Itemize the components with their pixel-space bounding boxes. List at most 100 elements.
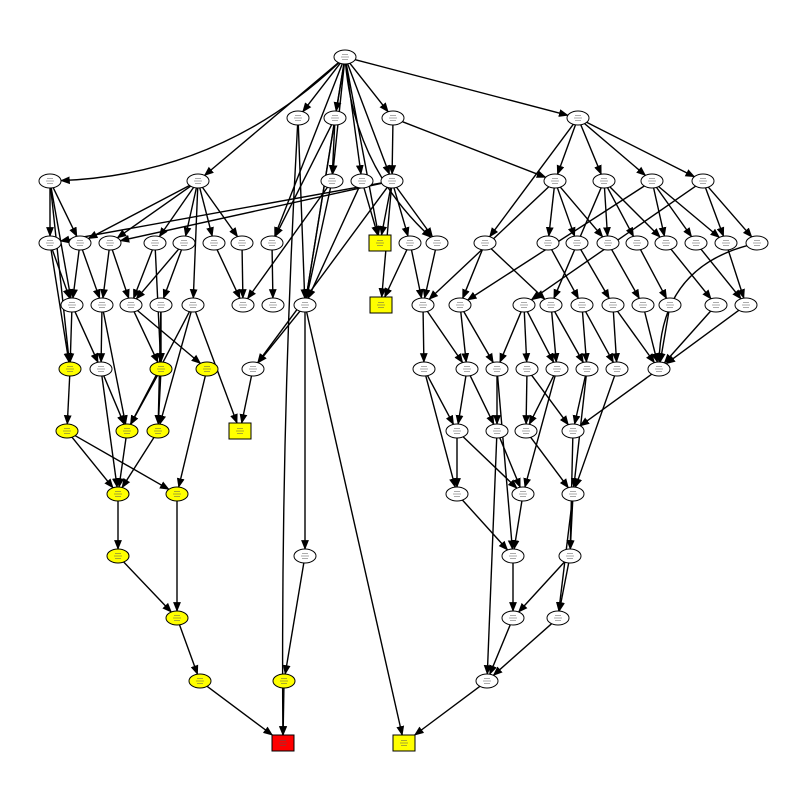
graph-node	[691, 173, 715, 189]
graph-node	[512, 297, 536, 313]
graph-edge	[133, 311, 159, 364]
graph-edge	[455, 375, 467, 425]
graph-node	[90, 297, 114, 313]
graph-edge	[206, 685, 274, 736]
graph-edge	[176, 375, 206, 489]
graph-node	[368, 234, 392, 252]
graph-node	[455, 361, 479, 377]
graph-edge	[199, 187, 214, 238]
graph-node	[684, 235, 708, 251]
graph-edge	[566, 500, 575, 550]
graph-edge	[551, 311, 560, 363]
graph-node	[605, 361, 629, 377]
graph-node	[231, 297, 255, 313]
graph-node	[350, 173, 374, 189]
graph-edge	[393, 187, 410, 238]
graph-edge	[606, 187, 635, 238]
graph-edge	[402, 121, 547, 178]
graph-edge	[572, 375, 587, 426]
graph-edge	[707, 186, 753, 238]
graph-edge	[384, 249, 408, 298]
graph-edge	[388, 124, 397, 175]
graph-edge	[60, 62, 340, 185]
graph-edge	[499, 437, 521, 489]
graph-node	[546, 610, 570, 626]
graph-edge	[496, 375, 516, 550]
graph-edge	[282, 562, 305, 675]
graph-node	[271, 734, 295, 752]
graph-node	[745, 235, 769, 251]
graph-edge	[580, 249, 610, 300]
graph-edge	[162, 249, 183, 300]
graph-node	[181, 297, 205, 313]
graph-node	[149, 361, 173, 377]
graph-node	[445, 486, 469, 502]
graph-node	[106, 548, 130, 564]
graph-edge	[379, 187, 392, 236]
graph-node	[570, 297, 594, 313]
graph-edge	[574, 375, 616, 489]
graph-node	[146, 423, 170, 439]
graph-node	[149, 297, 173, 313]
graph-edge	[426, 311, 464, 364]
graph-node	[58, 361, 82, 377]
graph-edge	[305, 311, 405, 736]
graph-edge	[158, 311, 192, 426]
graph-edge	[410, 249, 424, 300]
graph-edge	[609, 186, 661, 238]
graph-edge	[665, 309, 740, 365]
graph-node	[38, 235, 62, 251]
graph-edge	[545, 187, 555, 237]
graph-edge	[462, 249, 483, 300]
graph-edge	[704, 187, 725, 238]
graph-node	[333, 49, 357, 65]
graph-edge	[102, 311, 128, 426]
graph-edge	[554, 311, 584, 364]
graph-node	[545, 361, 569, 377]
graph-node	[172, 235, 196, 251]
graph-edge	[492, 623, 553, 676]
graph-node	[323, 110, 347, 126]
graph-edge	[655, 245, 748, 363]
graph-edge	[557, 562, 570, 613]
graph-node	[380, 173, 404, 189]
graph-node	[543, 173, 567, 189]
graph-node	[202, 235, 226, 251]
graph-edge	[304, 187, 332, 300]
graph-edge	[59, 182, 382, 244]
graph-edge	[462, 436, 518, 489]
graph-edge	[355, 59, 569, 117]
graph-node	[398, 235, 422, 251]
graph-node	[392, 734, 416, 752]
graph-node	[514, 423, 538, 439]
graph-node	[286, 110, 310, 126]
graph-edge	[517, 561, 565, 613]
graph-edge	[655, 186, 693, 238]
graph-node	[536, 235, 560, 251]
graph-edge	[119, 182, 382, 243]
graph-node	[654, 235, 678, 251]
graph-edge	[499, 311, 522, 364]
graph-edge	[137, 310, 202, 365]
graph-edge	[489, 624, 511, 676]
graph-node	[561, 423, 585, 439]
graph-node	[658, 297, 682, 313]
graph-node	[230, 235, 254, 251]
graph-edge	[87, 184, 190, 240]
graph-node	[261, 297, 285, 313]
graph-node	[119, 297, 143, 313]
graph-node	[448, 297, 472, 313]
graph-node	[165, 486, 189, 502]
graph-node	[601, 297, 625, 313]
graph-node	[539, 297, 563, 313]
graph-edge	[268, 249, 277, 299]
graph-node	[38, 173, 62, 189]
graph-node	[647, 361, 671, 377]
graph-edge	[460, 311, 470, 363]
graph-edge	[121, 437, 155, 489]
graph-node	[473, 235, 497, 251]
graph-edge	[511, 500, 523, 550]
graph-edge	[489, 123, 574, 238]
graph-edge	[278, 124, 299, 736]
